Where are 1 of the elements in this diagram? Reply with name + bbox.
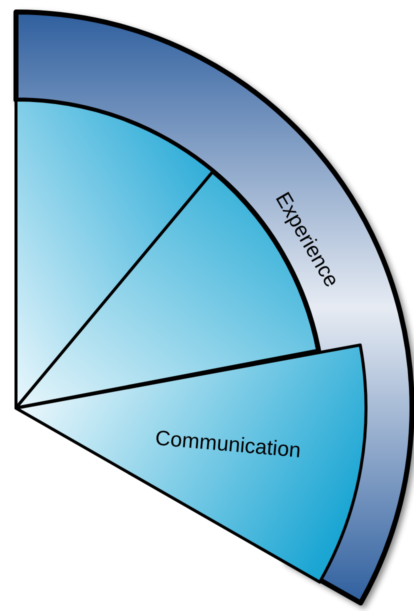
segment-label: Communication	[154, 426, 302, 464]
